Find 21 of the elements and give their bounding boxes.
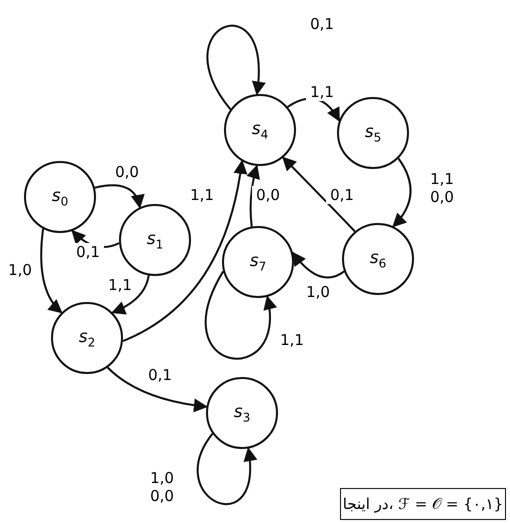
edge-label: 0,1 (72, 243, 104, 261)
arrow (197, 433, 256, 506)
arrow (94, 184, 144, 209)
note-box: در اینجا، ℱ = 𝒪 = {۰,۱} (340, 488, 506, 520)
arrow (282, 156, 356, 232)
arrow (111, 275, 150, 314)
state-circle: s$_{7}$ (222, 226, 294, 298)
arrow (206, 24, 265, 110)
arrow (392, 158, 412, 228)
state-circle: s$_{3}$ (206, 377, 278, 449)
arrow (122, 160, 248, 342)
state-circle: s$_{4}$ (224, 94, 296, 166)
arrow (106, 366, 208, 412)
state-circle: s$_{0}$ (24, 161, 96, 233)
state-circle: s$_{6}$ (342, 223, 414, 295)
arrow (292, 252, 345, 279)
arrow (246, 164, 260, 227)
state-circle: s$_{2}$ (51, 302, 123, 374)
arrow (40, 228, 62, 314)
state-circle: s$_{5}$ (337, 97, 409, 169)
arrow (205, 270, 276, 360)
